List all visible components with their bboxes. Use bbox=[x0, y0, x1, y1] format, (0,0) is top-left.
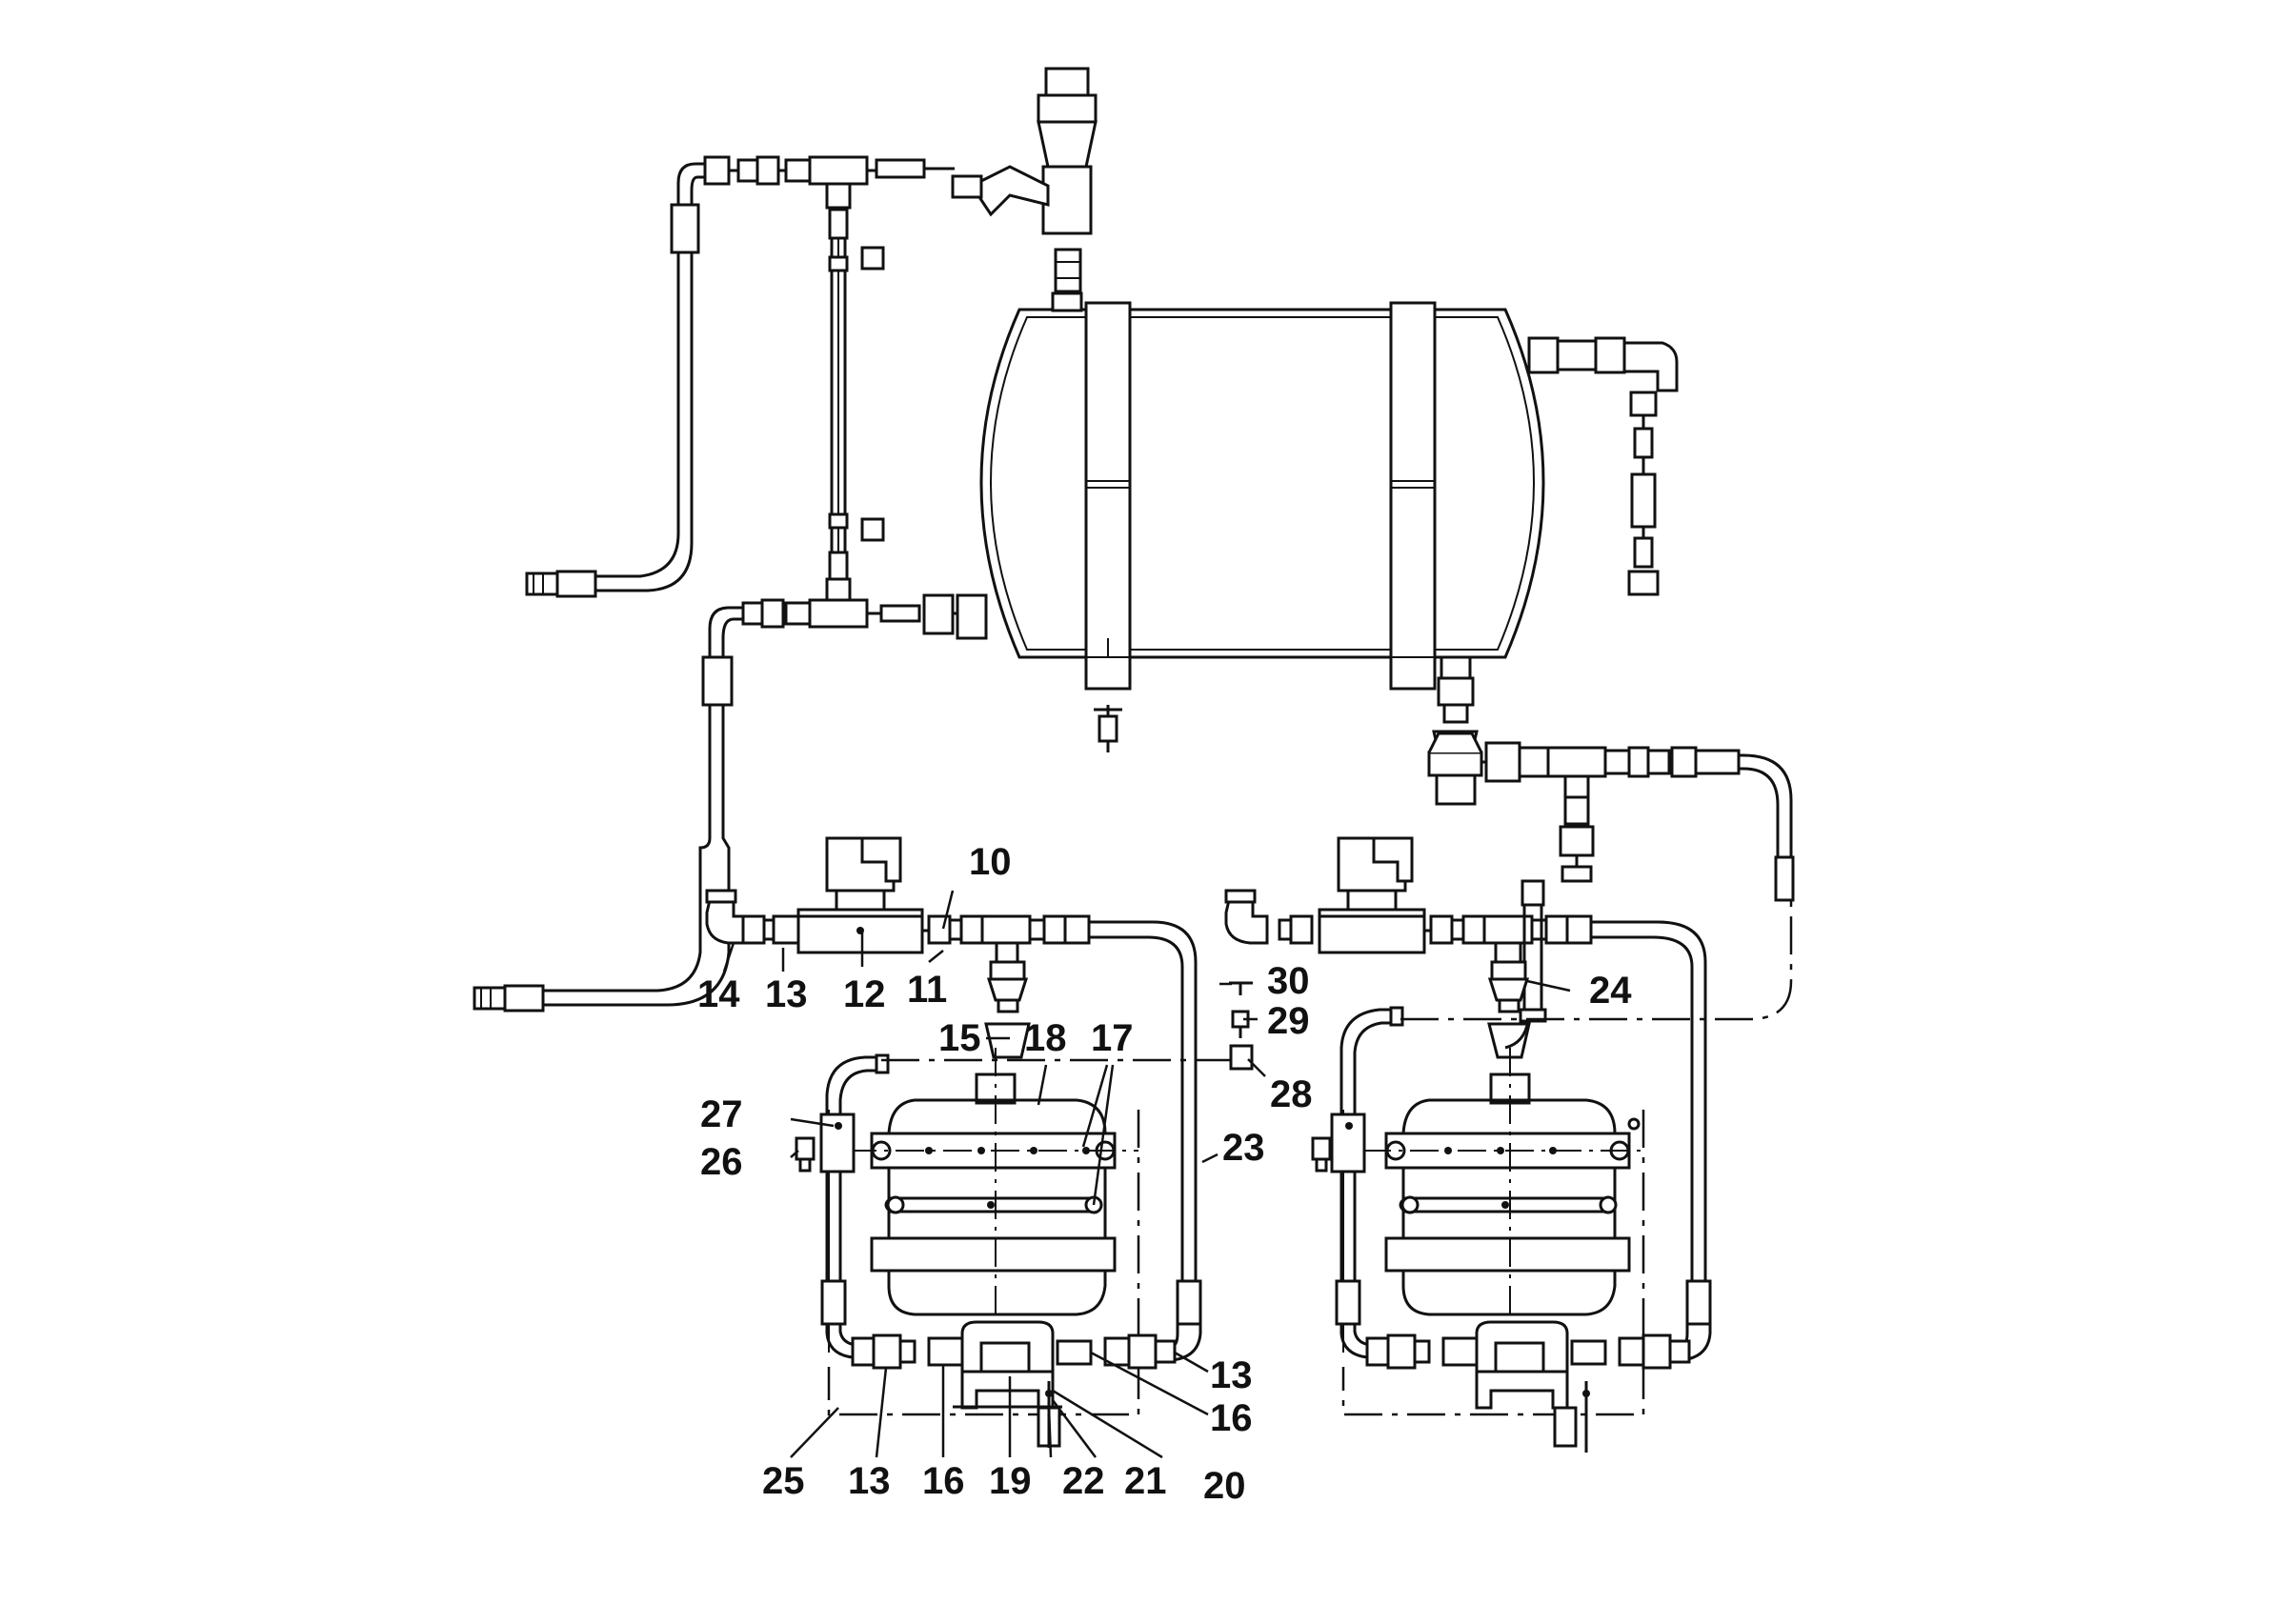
callout-12: 12 bbox=[843, 973, 886, 1015]
callout-27: 27 bbox=[700, 1093, 743, 1135]
callout-13: 13 bbox=[765, 973, 808, 1015]
left-lower-piping bbox=[473, 577, 957, 1012]
centerline-right bbox=[1400, 900, 1793, 1021]
callout-23: 23 bbox=[1222, 1127, 1265, 1169]
callout-19: 19 bbox=[989, 1460, 1032, 1502]
callout-24: 24 bbox=[1589, 970, 1632, 1012]
callout-15: 15 bbox=[938, 1017, 981, 1059]
callout-28: 28 bbox=[1270, 1073, 1313, 1115]
tank-right-piping bbox=[1556, 336, 1679, 596]
callout-26: 26 bbox=[700, 1141, 743, 1183]
callout-16: 16 bbox=[1210, 1397, 1253, 1439]
callout-21: 21 bbox=[1124, 1460, 1167, 1502]
callout-13: 13 bbox=[848, 1460, 891, 1502]
tank-drain-piping bbox=[1427, 676, 1795, 902]
callout-11: 11 bbox=[907, 969, 947, 1011]
callout-14: 14 bbox=[697, 973, 740, 1015]
callout-25: 25 bbox=[762, 1460, 805, 1502]
callout-18: 18 bbox=[1024, 1017, 1067, 1059]
callout-22: 22 bbox=[1062, 1460, 1105, 1502]
callout-13: 13 bbox=[1210, 1354, 1253, 1396]
air-tank bbox=[956, 291, 1560, 752]
callout-16: 16 bbox=[922, 1460, 965, 1502]
callout-10: 10 bbox=[969, 841, 1012, 883]
callout-17: 17 bbox=[1091, 1017, 1134, 1059]
loose-parts bbox=[1229, 981, 1254, 1071]
leader-lines bbox=[722, 890, 1571, 1459]
right-dryer-unit bbox=[1224, 836, 1712, 1453]
left-upper-piping bbox=[525, 155, 885, 598]
callout-29: 29 bbox=[1267, 1000, 1310, 1042]
callout-labels: 10 11 12 13 14 15 16 16 17 18 19 20 21 2… bbox=[697, 841, 1632, 1507]
callout-30: 30 bbox=[1267, 960, 1310, 1002]
callout-20: 20 bbox=[1203, 1465, 1246, 1507]
top-valve-assembly bbox=[875, 67, 1098, 293]
left-dryer-unit bbox=[705, 836, 1202, 1448]
